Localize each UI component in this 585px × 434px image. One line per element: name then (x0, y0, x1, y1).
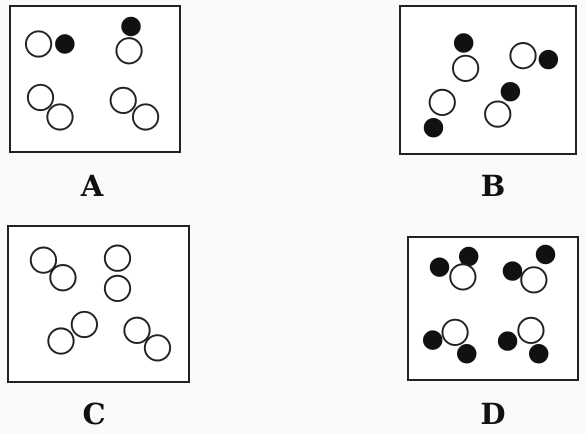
molecule-white-black (451, 33, 480, 82)
filled-atom (423, 117, 444, 138)
filled-atom (500, 81, 521, 102)
open-atom (24, 30, 53, 58)
open-atom (29, 246, 58, 274)
open-atom (26, 83, 55, 112)
open-atom (517, 316, 545, 344)
molecule-white-two-black (502, 244, 556, 294)
molecule-white-white (29, 246, 77, 292)
open-atom (449, 263, 477, 291)
open-atom (47, 327, 75, 355)
molecule-white-white (109, 86, 160, 131)
filled-atom (528, 343, 549, 364)
panel-a (9, 5, 181, 153)
filled-atom (538, 49, 559, 70)
open-atom (123, 316, 151, 344)
open-atom (49, 264, 77, 292)
molecule-white-white (103, 244, 132, 303)
filled-atom (502, 261, 523, 281)
option-label-b: B (480, 169, 506, 203)
filled-atom (429, 257, 450, 277)
open-atom (46, 103, 74, 131)
molecule-white-two-black (429, 246, 479, 291)
molecule-white-black (24, 30, 75, 58)
filled-atom (457, 343, 477, 364)
filled-atom (453, 33, 474, 53)
molecule-white-white (47, 310, 99, 355)
open-atom (109, 86, 137, 115)
filled-atom (422, 330, 443, 350)
open-atom (115, 37, 143, 65)
molecule-white-black (509, 42, 559, 70)
open-atom (103, 274, 132, 303)
filled-atom (121, 16, 141, 37)
open-atom (103, 244, 132, 272)
open-atom (428, 88, 456, 117)
open-atom (70, 310, 99, 339)
open-atom (143, 334, 172, 362)
open-atom (131, 103, 160, 131)
open-atom (451, 54, 480, 82)
option-label-c: C (82, 397, 106, 431)
molecule-white-black (423, 88, 456, 138)
open-atom (509, 42, 537, 70)
open-atom (484, 100, 512, 128)
option-label-d: D (480, 397, 506, 431)
panel-d (407, 236, 579, 381)
molecule-white-two-black (497, 316, 549, 364)
filled-atom (458, 246, 479, 267)
molecule-white-white (26, 83, 74, 131)
panel-b (399, 5, 577, 155)
open-atom (441, 318, 469, 346)
open-atom (520, 266, 548, 294)
filled-atom (497, 331, 518, 351)
molecule-white-two-black (422, 318, 477, 364)
filled-atom (535, 244, 556, 265)
molecule-white-black (115, 16, 143, 65)
molecule-white-black (484, 81, 521, 128)
molecule-white-white (123, 316, 172, 362)
panel-c (7, 225, 190, 383)
option-label-a: A (80, 169, 104, 203)
filled-atom (55, 34, 75, 54)
